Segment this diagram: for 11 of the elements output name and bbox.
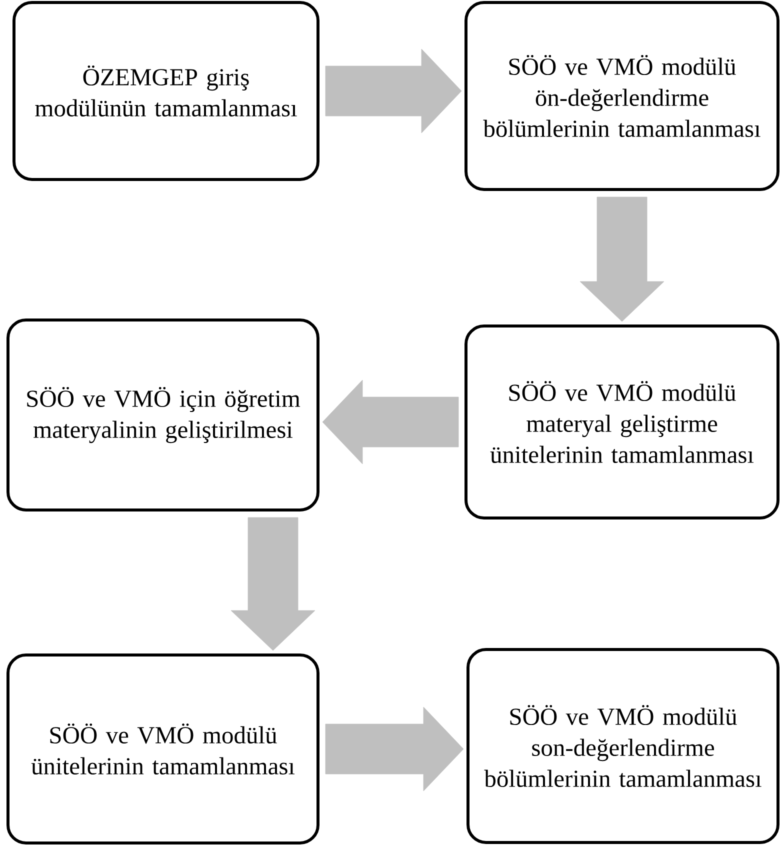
- block-arrow: [325, 48, 462, 134]
- block-arrow: [325, 706, 464, 792]
- process-box: SÖÖ ve VMÖ modülü ön-değerlendirme bölümlerinin tamamlanması: [464, 1, 780, 191]
- process-box: SÖÖ ve VMÖ modülü materyal geliştirme ünitelerinin tamamlanması: [464, 324, 780, 520]
- process-box: SÖÖ ve VMÖ modülü ünitelerinin tamamlanması: [6, 654, 320, 844]
- process-box: ÖZEMGEP giriş modülünün tamamlanması: [12, 1, 320, 181]
- process-box: SÖÖ ve VMÖ için öğretim materyalinin geliştirilmesi: [6, 318, 320, 512]
- block-arrow: [230, 517, 316, 651]
- block-arrow: [322, 380, 459, 464]
- process-box: SÖÖ ve VMÖ modülü son-değerlendirme bölümlerinin tamamlanması: [466, 648, 780, 844]
- block-arrow: [580, 196, 664, 322]
